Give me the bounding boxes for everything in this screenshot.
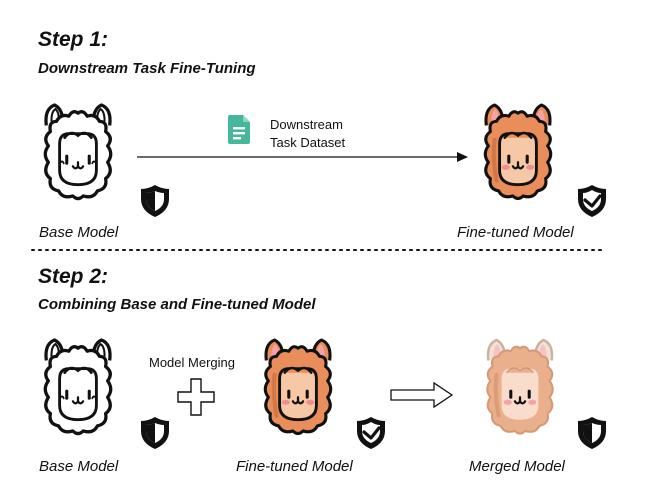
step2-merged-caption: Merged Model — [469, 458, 565, 475]
shield-check-icon — [576, 183, 608, 219]
dataset-label-line2: Task Dataset — [270, 135, 346, 150]
arrow-right-icon — [390, 381, 454, 409]
base-model-alpaca-icon — [43, 338, 113, 436]
shield-icon — [578, 417, 606, 449]
step2-base-caption: Base Model — [39, 458, 119, 475]
model-merging-label: Model Merging — [149, 355, 235, 370]
merged-model-alpaca-icon — [474, 333, 566, 439]
dataset-label-line1: Downstream — [270, 117, 343, 132]
step2-finetuned-caption: Fine-tuned Model — [236, 458, 353, 475]
shield-check-icon — [355, 415, 387, 451]
base-model-alpaca-icon — [43, 103, 113, 201]
plus-icon — [177, 378, 215, 416]
shield-icon — [141, 417, 169, 449]
finetuned-model-alpaca-icon — [252, 333, 344, 439]
step2-subtitle: Combining Base and Fine-tuned Model — [38, 296, 316, 313]
finetuned-model-alpaca-icon — [472, 98, 564, 204]
document-icon — [228, 115, 250, 144]
step1-title: Step 1: — [38, 28, 109, 51]
shield-icon — [141, 185, 169, 217]
step1-finetuned-caption: Fine-tuned Model — [457, 224, 574, 241]
section-divider — [31, 249, 605, 251]
arrow-right-icon — [137, 152, 468, 162]
step1-subtitle: Downstream Task Fine-Tuning — [38, 60, 256, 77]
step2-title: Step 2: — [38, 265, 109, 288]
step1-base-caption: Base Model — [39, 224, 119, 241]
